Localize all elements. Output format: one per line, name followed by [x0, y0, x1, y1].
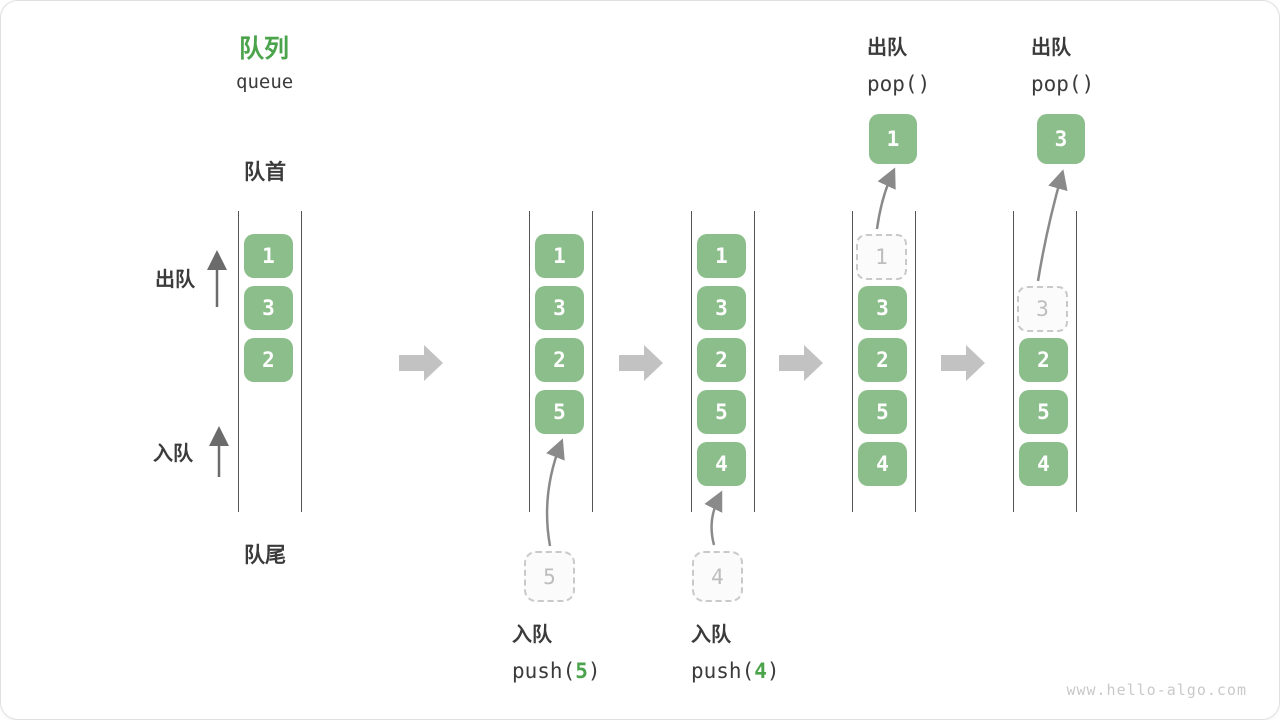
- push-arg: 5: [575, 659, 588, 683]
- transition-arrow-icon-2: [619, 345, 663, 381]
- queue-cell: 2: [1019, 338, 1068, 382]
- incoming-element-box: 4: [692, 551, 743, 602]
- queue-state-column-5: 3 2 5 4: [1013, 211, 1077, 512]
- incoming-element-box: 5: [524, 551, 575, 602]
- queue-cell: 3: [535, 286, 584, 330]
- queue-cell: 3: [858, 286, 907, 330]
- pop-label-zh: 出队: [867, 37, 907, 59]
- queue-cell-removed: 1: [856, 234, 907, 280]
- dequeue-direction-label: 出队: [155, 269, 195, 291]
- queue-state-column-2: 1 3 2 5: [529, 211, 593, 512]
- push-code: push(4): [691, 659, 780, 683]
- queue-state-column-3: 1 3 2 5 4: [691, 211, 755, 512]
- queue-cell: 4: [697, 442, 746, 486]
- queue-cell: 2: [244, 338, 293, 382]
- queue-cell: 4: [1019, 442, 1068, 486]
- transition-arrow-icon-1: [399, 345, 443, 381]
- popped-element-box: 1: [869, 114, 917, 164]
- watermark: www.hello-algo.com: [1066, 681, 1247, 699]
- queue-cell: 1: [244, 234, 293, 278]
- queue-cell: 1: [535, 234, 584, 278]
- queue-cell: 2: [697, 338, 746, 382]
- push-code: push(5): [512, 659, 601, 683]
- pop-operation-label-2: 出队 pop(): [1031, 31, 1094, 96]
- queue-cell: 1: [697, 234, 746, 278]
- queue-cell: 2: [858, 338, 907, 382]
- queue-cell: 5: [1019, 390, 1068, 434]
- queue-cell-removed: 3: [1017, 286, 1068, 332]
- transition-arrow-icon-4: [941, 345, 985, 381]
- queue-state-column-4: 1 3 2 5 4: [852, 211, 916, 512]
- enqueue-direction-label: 入队: [153, 443, 193, 465]
- pop-label-zh: 出队: [1031, 37, 1071, 59]
- queue-cell: 4: [858, 442, 907, 486]
- transition-arrow-icon-3: [779, 345, 823, 381]
- pop-operation-label-1: 出队 pop(): [867, 31, 930, 96]
- queue-cell: 5: [858, 390, 907, 434]
- queue-cell: 5: [697, 390, 746, 434]
- diagram-title-en: queue: [236, 71, 294, 93]
- push-operation-label-1: 入队 push(5): [512, 618, 601, 683]
- push-arg: 4: [754, 659, 767, 683]
- pop-code: pop(): [1031, 72, 1095, 96]
- popped-element-box: 3: [1037, 114, 1085, 164]
- queue-cell: 3: [697, 286, 746, 330]
- queue-cell: 3: [244, 286, 293, 330]
- pop-code: pop(): [867, 72, 931, 96]
- queue-front-label: 队首: [244, 161, 286, 184]
- push-label-zh: 入队: [512, 624, 552, 646]
- queue-state-column-1: 1 3 2: [238, 211, 302, 512]
- queue-rear-label: 队尾: [244, 544, 286, 567]
- push-operation-label-2: 入队 push(4): [691, 618, 780, 683]
- push-label-zh: 入队: [691, 624, 731, 646]
- queue-cell: 2: [535, 338, 584, 382]
- queue-cell: 5: [535, 390, 584, 434]
- diagram-title-zh: 队列: [239, 35, 290, 63]
